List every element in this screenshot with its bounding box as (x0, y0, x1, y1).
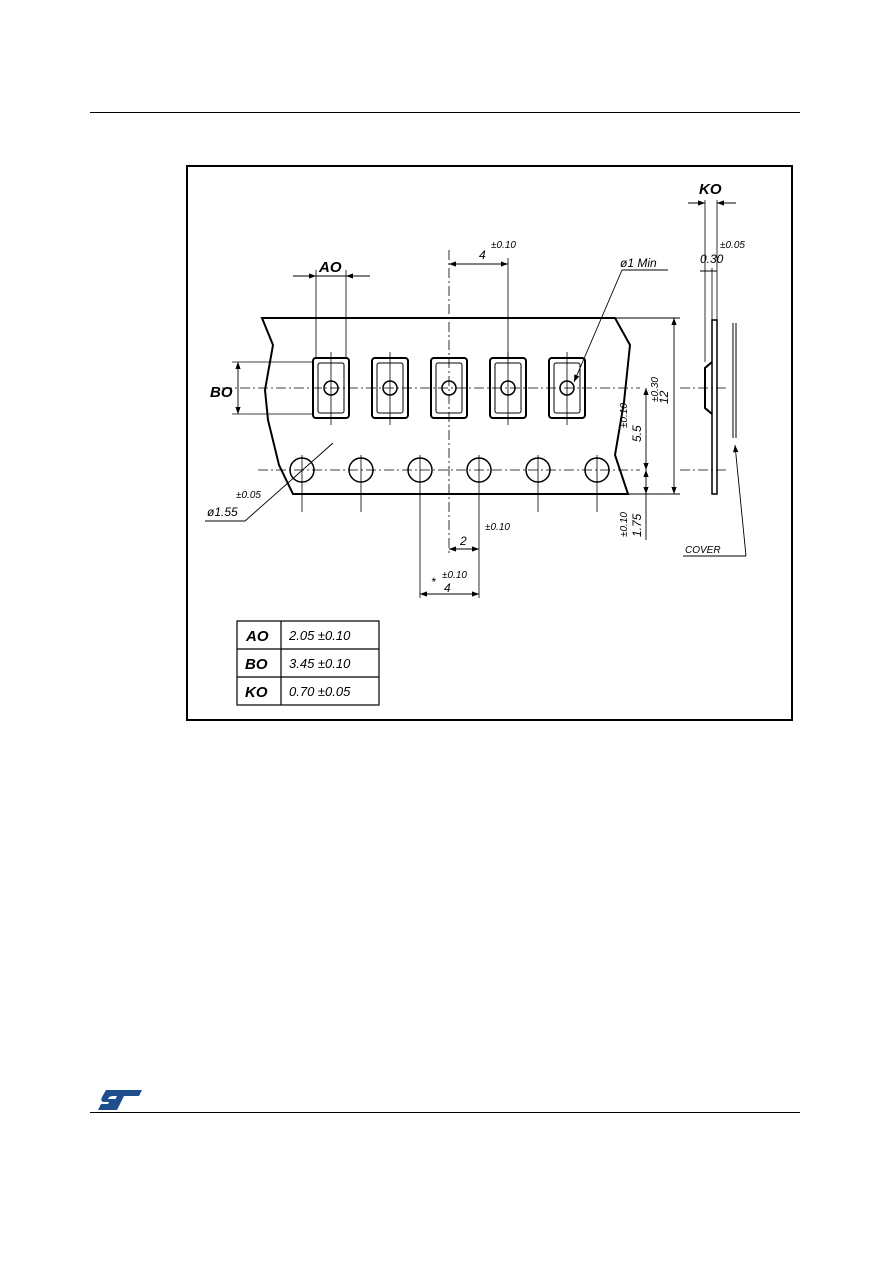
hole-tolerance: ±0.05 (236, 490, 261, 501)
width-value: 12 (657, 390, 671, 404)
footer-rule (90, 1112, 800, 1113)
header-rule (90, 112, 800, 113)
table-value: 0.70 ±0.05 (289, 684, 351, 699)
hole-min-label: ø1 Min (620, 256, 657, 270)
table-key: AO (245, 628, 269, 645)
ko-thickness-value: 0.30 (700, 252, 724, 266)
f-tolerance: ±0.10 (619, 403, 630, 428)
dimension-lines (205, 261, 680, 597)
e-tolerance: ±0.10 (619, 512, 630, 537)
figure-frame (186, 165, 793, 721)
table-value: 2.05 ±0.10 (288, 628, 351, 643)
st-logo: ST (98, 1090, 142, 1110)
e-value: 1.75 (630, 513, 644, 537)
center-lines (222, 250, 640, 555)
ao-label: AO (318, 259, 342, 276)
p0-star: * (431, 575, 436, 589)
ko-tolerance: ±0.05 (720, 240, 745, 251)
extension-lines (232, 258, 598, 598)
cover-label: COVER (685, 545, 721, 556)
pitch-tolerance: ±0.10 (491, 240, 516, 251)
table-key: BO (245, 656, 268, 673)
table-value: 3.45 ±0.10 (289, 656, 351, 671)
dimension-table: AO 2.05 ±0.10 BO 3.45 ±0.10 KO 0.70 ±0.0… (236, 620, 380, 706)
p0-value: 4 (444, 581, 451, 595)
bo-label: BO (210, 384, 233, 401)
ko-label: KO (699, 181, 722, 198)
hole-diameter: ø1.55 (207, 505, 238, 519)
tape-outline (260, 317, 632, 495)
side-view (680, 200, 747, 557)
p2-tolerance: ±0.10 (485, 522, 510, 533)
table-key: KO (245, 684, 268, 701)
p2-value: 2 (459, 534, 467, 548)
width-tolerance: ±0.30 (650, 377, 661, 402)
pitch-value: 4 (479, 248, 486, 262)
p0-tolerance: ±0.10 (442, 570, 467, 581)
f-value: 5.5 (630, 425, 644, 442)
